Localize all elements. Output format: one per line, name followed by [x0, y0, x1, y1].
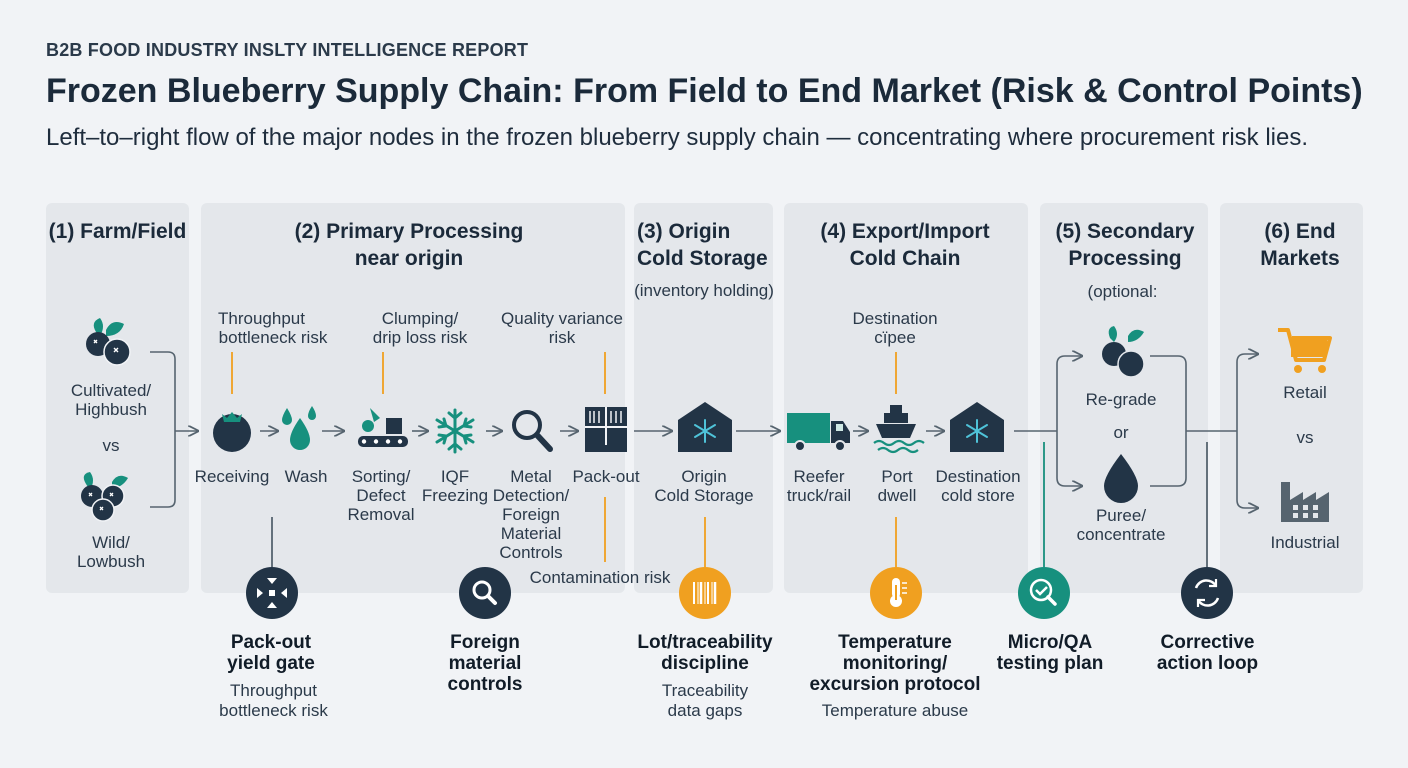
qa-check-icon: [1029, 578, 1057, 606]
packout-boxes-icon: [585, 407, 627, 452]
puree-drop-icon: [1104, 454, 1138, 503]
sorting-conveyor-icon: [358, 408, 408, 447]
process-flow-arrows: [260, 354, 1258, 508]
control-circle-micro-qa: [1018, 567, 1070, 619]
node-label-industrial: Industrial: [1270, 533, 1340, 552]
report-kicker: B2B FOOD INDUSTRY INSLTY INTELLIGENCE RE…: [46, 40, 529, 60]
risk-note-contamination: Contamination risk: [529, 568, 671, 587]
control-circle-foreign-material: [459, 567, 511, 619]
node-label-puree: Puree/concentrate: [1076, 506, 1166, 544]
wash-droplets-icon: [282, 406, 316, 450]
blueberry-cultivated-icon: [86, 318, 131, 366]
reefer-truck-icon: [787, 413, 850, 452]
farm-label-wild: Wild/Lowbush: [76, 533, 146, 571]
yield-gate-icon: [257, 578, 287, 608]
thermometer-icon: [890, 578, 907, 607]
node-label-wash: Wash: [284, 467, 328, 486]
stage-note-inventory-holding: (inventory holding): [634, 281, 774, 300]
risk-note-clumping: Clumping/drip loss risk: [372, 309, 468, 347]
regrade-blueberry-icon: [1102, 326, 1145, 378]
retail-cart-icon: [1278, 328, 1332, 373]
stage-panel-export-import: [784, 203, 1028, 593]
blueberry-wild-icon: [81, 472, 128, 522]
farm-label-cultivated: Cultivated/Highbush: [70, 381, 152, 419]
stage-panel-origin-cold-storage: [634, 203, 773, 593]
node-label-receiving: Receiving: [194, 467, 270, 486]
destination-cold-store-icon: [950, 402, 1004, 452]
page-subtitle: Left–to–right flow of the major nodes in…: [46, 124, 1308, 151]
refresh-icon: [1194, 579, 1220, 607]
iqf-snowflake-icon: [435, 408, 475, 454]
control-circle-corrective-action: [1181, 567, 1233, 619]
port-ship-icon: [873, 405, 925, 454]
farm-merge-connector: [150, 351, 198, 508]
stage-note-optional: (optional:: [1087, 282, 1158, 301]
stage-panel-farm: [46, 203, 189, 593]
farm-label-vs: vs: [102, 436, 120, 455]
barcode-icon: [693, 582, 717, 604]
stage-title-farm: (1) Farm/Field: [48, 220, 187, 243]
node-label-vs: vs: [1296, 428, 1314, 447]
metal-detection-magnifier-icon: [512, 410, 553, 452]
node-label-retail: Retail: [1283, 383, 1327, 402]
receiving-blueberry-icon: [213, 412, 251, 452]
origin-cold-storage-icon: [678, 402, 732, 452]
page-title: Frozen Blueberry Supply Chain: From Fiel…: [46, 72, 1363, 110]
risk-leader-lines: [231, 352, 897, 567]
control-leader-lines: [271, 442, 1208, 567]
magnifier-icon: [472, 580, 497, 605]
node-label-regrade: Re-grade: [1085, 390, 1157, 409]
control-sub-temperature: Temperature abuse: [821, 701, 969, 720]
stage-panel-secondary-processing: [1040, 203, 1208, 593]
node-label-packout: Pack-out: [572, 467, 640, 486]
industrial-factory-icon: [1281, 482, 1329, 522]
stage-panel-end-markets: [1220, 203, 1363, 593]
node-label-or: or: [1113, 423, 1129, 442]
